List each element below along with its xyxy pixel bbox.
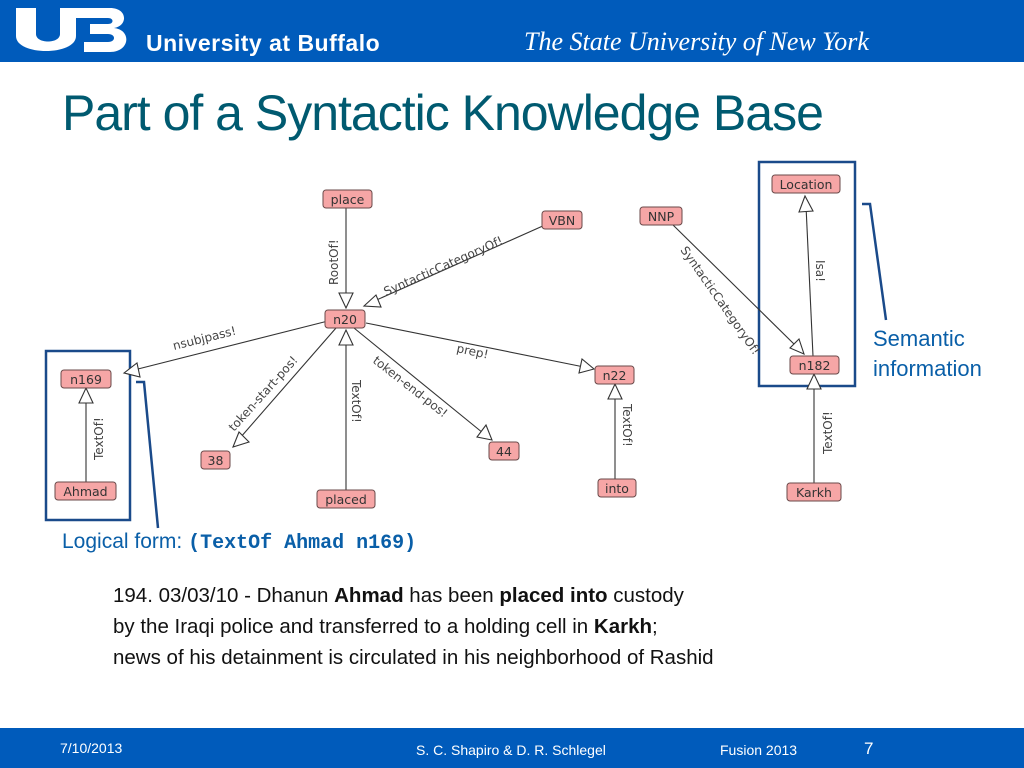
- footer-bar: 7/10/2013 S. C. Shapiro & D. R. Schlegel…: [0, 728, 1024, 768]
- ub-logo-icon: [16, 8, 127, 52]
- edge-label-token-start: token-start-pos!: [226, 353, 301, 434]
- edge-label-textof-karkh: TextOf!: [821, 411, 835, 455]
- node-into[interactable]: into: [597, 478, 637, 498]
- edge-label-isa: Isa!: [813, 260, 827, 282]
- node-vbn[interactable]: VBN: [541, 210, 583, 230]
- edge-label-token-end: token-end-pos!: [370, 353, 450, 420]
- node-n182[interactable]: n182: [789, 355, 840, 375]
- node-place-label: place: [331, 192, 365, 207]
- story-l2-c: ;: [652, 615, 658, 638]
- node-n20[interactable]: n20: [324, 309, 366, 329]
- slide-title: Part of a Syntactic Knowledge Base: [62, 85, 824, 141]
- edge-textof-into: TextOf!: [607, 382, 634, 479]
- node-n182-label: n182: [799, 358, 831, 373]
- story-text: 194. 03/03/10 - Dhanun Ahmad has been pl…: [113, 580, 714, 673]
- node-placed[interactable]: placed: [316, 489, 376, 509]
- logical-pointer-line: [136, 380, 160, 529]
- story-l1-e: custody: [607, 584, 684, 607]
- node-karkh-label: Karkh: [796, 485, 832, 500]
- semantic-highlight-box: [757, 160, 857, 388]
- story-l1-d: placed into: [499, 584, 608, 607]
- edge-isa: Isa!: [798, 194, 827, 357]
- node-location-label: Location: [780, 177, 833, 192]
- footer-date: 7/10/2013: [60, 740, 123, 756]
- edge-label-syncat-vbn: SyntacticCategoryOf!: [382, 234, 505, 299]
- node-nnp-label: NNP: [648, 209, 675, 224]
- node-nnp[interactable]: NNP: [639, 206, 683, 226]
- university-name: University at Buffalo: [146, 30, 381, 56]
- edge-nsubjpass: nsubjpass!: [122, 320, 329, 378]
- edge-syncat-vbn: SyntacticCategoryOf!: [362, 224, 546, 308]
- logical-form-label: Logical form:: [62, 530, 189, 553]
- node-placed-label: placed: [325, 492, 367, 507]
- semantic-annotation: Semantic information: [873, 324, 982, 384]
- story-line-2: by the Iraqi police and transferred to a…: [113, 611, 714, 642]
- edge-textof-ahmad: TextOf!: [78, 386, 106, 482]
- node-n169[interactable]: n169: [60, 369, 112, 389]
- node-vbn-label: VBN: [549, 213, 575, 228]
- node-44[interactable]: 44: [488, 441, 520, 461]
- knowledge-base-graph: RootOf! SyntacticCategoryOf! nsubjpass! …: [44, 160, 888, 529]
- story-line-1: 194. 03/03/10 - Dhanun Ahmad has been pl…: [113, 580, 714, 611]
- semantic-line-1: Semantic: [873, 326, 965, 351]
- header-bar: University at Buffalo The State Universi…: [0, 0, 1024, 62]
- edge-label-prep: prep!: [455, 341, 489, 361]
- semantic-pointer-line: [862, 202, 888, 321]
- edge-label-nsubjpass: nsubjpass!: [171, 324, 237, 353]
- node-location[interactable]: Location: [771, 174, 841, 194]
- logical-form: Logical form: (TextOf Ahmad n169): [62, 530, 416, 555]
- logical-highlight-box: [44, 349, 132, 522]
- edge-label-textof-ahmad: TextOf!: [92, 417, 106, 461]
- node-38[interactable]: 38: [200, 450, 231, 470]
- semantic-line-2: information: [873, 356, 982, 381]
- node-n22-label: n22: [603, 368, 627, 383]
- edge-token-start: token-start-pos!: [226, 327, 337, 448]
- story-l2-b: Karkh: [593, 615, 653, 638]
- story-l1-b: Ahmad: [334, 584, 404, 607]
- node-38-label: 38: [208, 453, 224, 468]
- node-n169-label: n169: [70, 372, 102, 387]
- footer-authors: S. C. Shapiro & D. R. Schlegel: [416, 742, 606, 758]
- story-l1-c: has been: [403, 584, 500, 607]
- story-line-3: news of his detainment is circulated in …: [113, 646, 714, 669]
- edge-label-textof-into: TextOf!: [620, 403, 634, 447]
- node-ahmad[interactable]: Ahmad: [54, 481, 117, 501]
- logical-form-code: (TextOf Ahmad n169): [188, 532, 417, 555]
- node-into-label: into: [605, 481, 629, 496]
- story-l1-a: 194. 03/03/10 - Dhanun: [113, 584, 335, 607]
- node-n20-label: n20: [333, 312, 357, 327]
- edge-label-textof-placed: TextOf!: [349, 379, 363, 423]
- footer-page-number: 7: [864, 739, 874, 758]
- node-44-label: 44: [496, 444, 512, 459]
- node-karkh[interactable]: Karkh: [786, 482, 842, 502]
- edge-textof-placed: TextOf!: [338, 328, 363, 490]
- university-subtitle: The State University of New York: [524, 27, 869, 56]
- edge-rootof: RootOf!: [327, 208, 354, 310]
- edge-textof-karkh: TextOf!: [806, 372, 835, 483]
- node-place[interactable]: place: [322, 189, 373, 209]
- footer-event: Fusion 2013: [720, 742, 798, 758]
- edge-label-rootof: RootOf!: [327, 239, 341, 285]
- story-l2-a: by the Iraqi police and transferred to a…: [113, 615, 594, 638]
- edge-prep: prep!: [365, 322, 596, 374]
- edge-syncat-nnp: SyntacticCategoryOf!: [671, 223, 805, 357]
- node-ahmad-label: Ahmad: [63, 484, 107, 499]
- node-n22[interactable]: n22: [594, 365, 635, 385]
